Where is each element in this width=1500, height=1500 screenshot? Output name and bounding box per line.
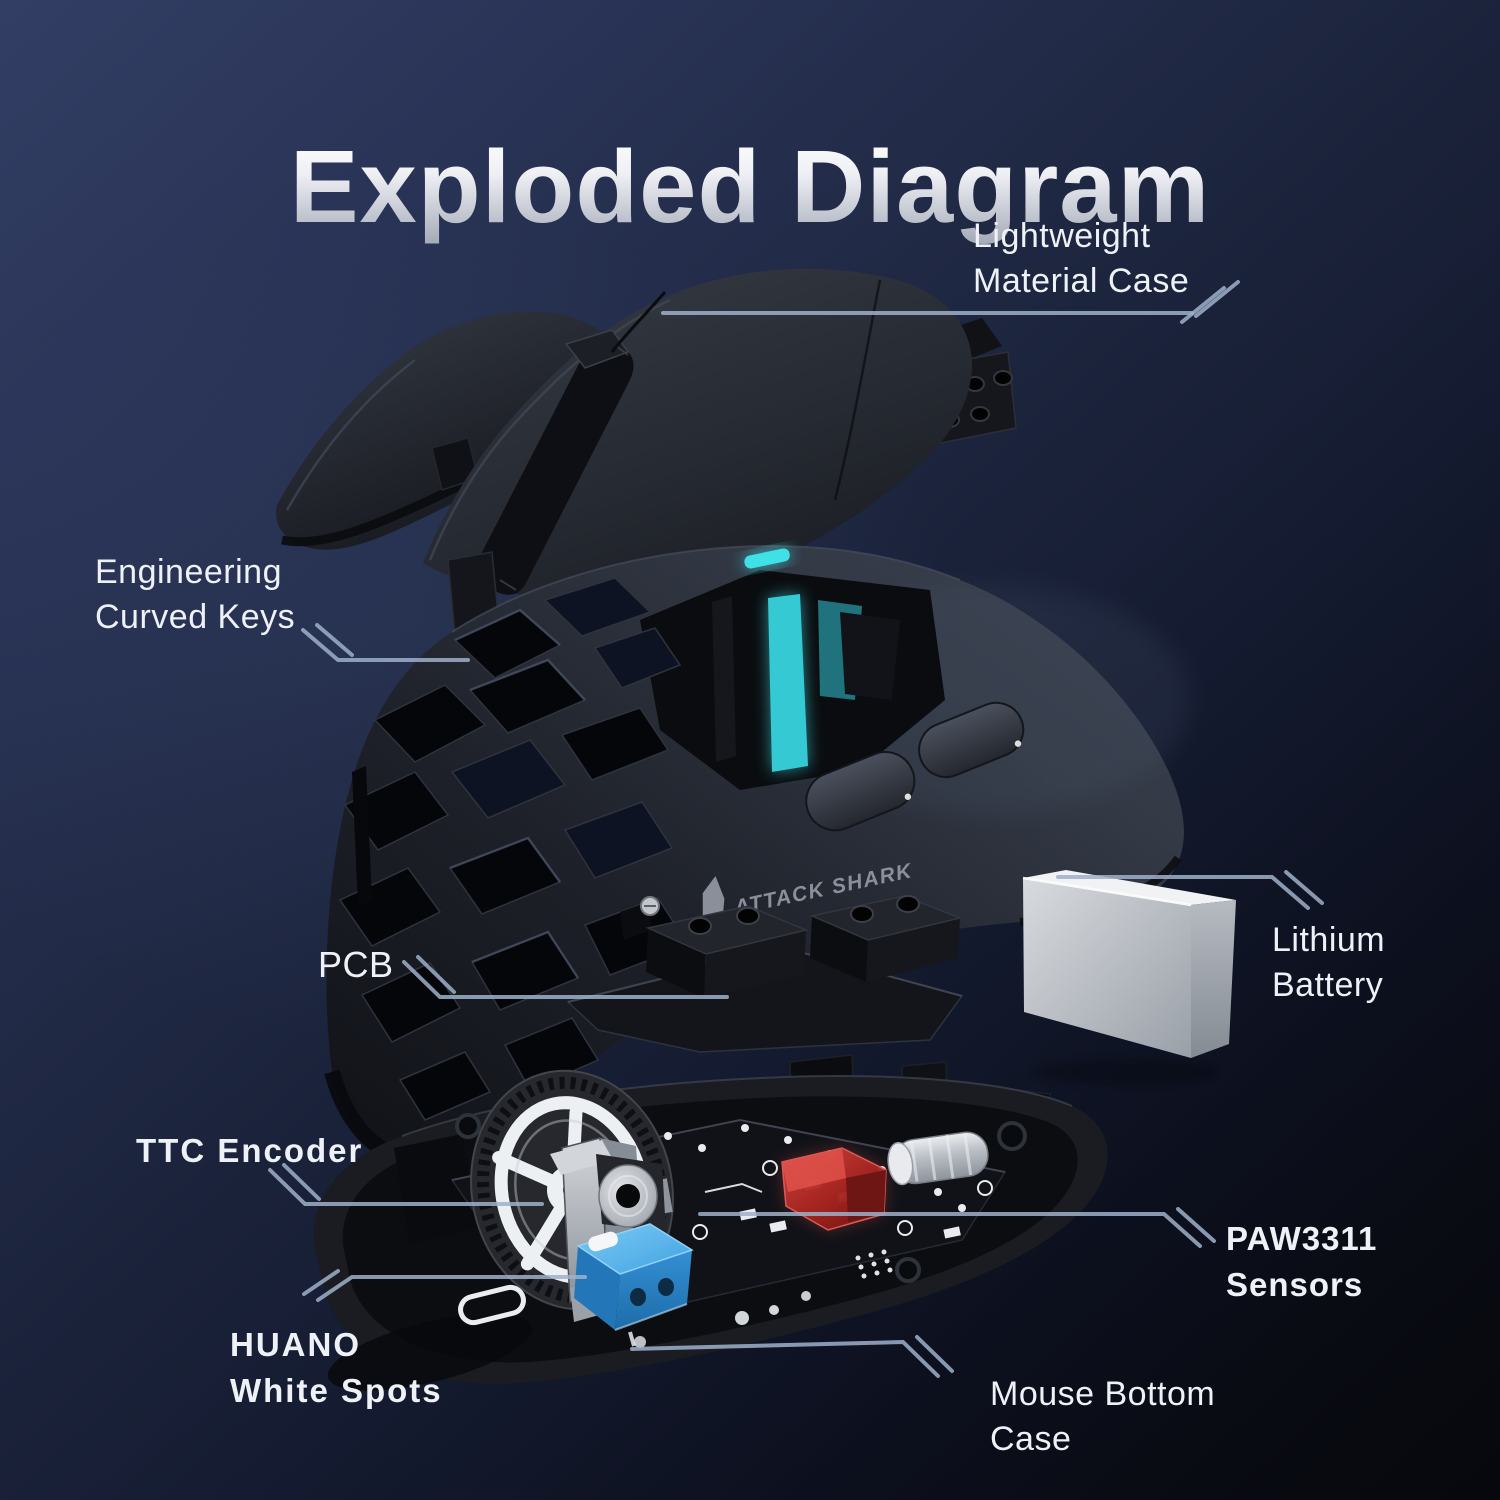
- page-title: Exploded Diagram: [0, 121, 1500, 253]
- callout-huano-white-spots: [302, 1269, 587, 1302]
- label-line: Case: [990, 1420, 1072, 1458]
- side-button-back: [805, 751, 916, 832]
- optical-sensor-lens: [781, 1147, 887, 1231]
- label-line: HUANO: [230, 1326, 361, 1363]
- callout-lightweight-material-case: [661, 280, 1240, 324]
- pcb-switch-housing-right: [809, 895, 963, 982]
- top-shell: [423, 268, 973, 646]
- label-line: PAW3311: [1226, 1220, 1378, 1257]
- lithium-battery: [1022, 870, 1236, 1085]
- label-paw3311-sensors: PAW3311 Sensors: [1226, 1216, 1377, 1308]
- side-button-front: [918, 701, 1025, 779]
- label-line: Lightweight: [973, 217, 1151, 255]
- label-line: Engineering: [95, 553, 282, 591]
- usb-c-port: [458, 1284, 526, 1326]
- side-buttons: [805, 701, 1025, 832]
- callout-lithium-battery: [1056, 870, 1324, 910]
- label-engineering-curved-keys: Engineering Curved Keys: [95, 550, 295, 640]
- led-lightguide: [768, 594, 808, 772]
- label-line: TTC Encoder: [136, 1132, 364, 1169]
- label-line: Mouse Bottom: [990, 1375, 1216, 1413]
- callout-engineering-curved-keys: [301, 623, 470, 662]
- pcb-module: [566, 895, 964, 1053]
- label-line: White Spots: [230, 1372, 443, 1409]
- callout-ttc-encoder: [268, 1163, 544, 1206]
- bottom-case-assembly: [313, 1054, 1108, 1391]
- switch-plunger: [588, 1231, 618, 1252]
- dpi-led-indicator: [744, 548, 790, 569]
- label-line: PCB: [318, 944, 394, 985]
- huano-blue-switch: [574, 1223, 694, 1347]
- label-line: Material Case: [973, 262, 1190, 300]
- metal-cylinder-component: [887, 1131, 989, 1186]
- label-mouse-bottom-case: Mouse Bottom Case: [990, 1372, 1215, 1462]
- label-pcb: PCB: [318, 942, 394, 987]
- callout-pcb: [402, 955, 729, 999]
- label-line: Battery: [1272, 966, 1384, 1004]
- label-huano-white-spots: HUANO White Spots: [230, 1322, 443, 1414]
- label-ttc-encoder: TTC Encoder: [136, 1128, 363, 1174]
- label-lightweight-material-case: Lightweight Material Case: [973, 214, 1189, 304]
- callout-lines: [268, 280, 1324, 1378]
- label-line: Sensors: [1226, 1266, 1364, 1303]
- label-line: Lithium: [1272, 921, 1386, 959]
- label-line: Curved Keys: [95, 598, 296, 636]
- internal-opening: [640, 570, 945, 790]
- label-lithium-battery: Lithium Battery: [1272, 918, 1385, 1008]
- mouse-middle-body: ATTACK SHARK ^^^^^: [324, 545, 1190, 1174]
- top-case-assembly: [276, 268, 1017, 646]
- callout-paw3311-sensors: [698, 1207, 1216, 1248]
- pcb-switch-housing-left: [645, 905, 809, 998]
- callout-mouse-bottom-case: [630, 1335, 954, 1378]
